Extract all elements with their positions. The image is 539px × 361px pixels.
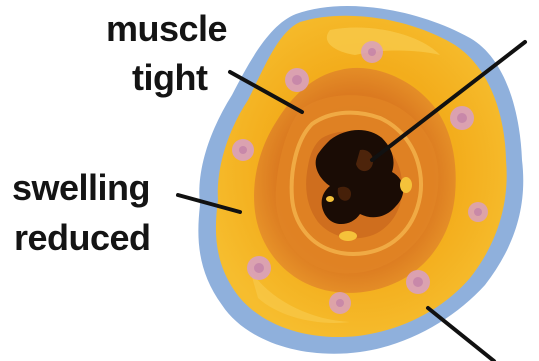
label-swelling: swelling [12, 168, 150, 208]
label-reduced: reduced [14, 218, 151, 258]
membrane-pointer-line [428, 308, 494, 361]
label-tight: tight [132, 58, 207, 98]
label-muscle: muscle [106, 9, 227, 49]
